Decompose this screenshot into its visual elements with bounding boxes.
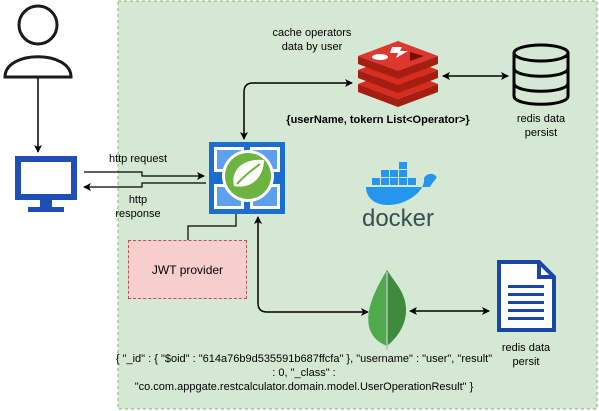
container-boundary	[117, 0, 598, 410]
http-response-label: http response	[115, 194, 161, 220]
redis-persist-bottom-label: redis data persit	[501, 342, 551, 368]
cache-payload-label: {userName, tokern List<Operator>}	[286, 114, 470, 126]
redis-persist-top-label: redis data persist	[516, 113, 566, 139]
document-icon	[497, 260, 556, 332]
user-icon	[3, 4, 73, 79]
http-arrows	[83, 171, 206, 191]
jwt-spring-connector	[187, 214, 237, 240]
http-request-label: http request	[108, 153, 168, 165]
mongo-document-json: { "_id" : { "$oid" : "614a76b9d535591b68…	[115, 353, 493, 393]
mongodb-icon	[368, 270, 406, 350]
redis-icon	[358, 41, 438, 107]
monitor-icon	[15, 156, 77, 212]
docker-wordmark: docker	[362, 205, 434, 232]
jwt-provider-label: JWT provider	[151, 262, 224, 277]
docker-icon	[366, 162, 437, 205]
spring-redis-arrow	[240, 79, 353, 140]
jwt-provider-box: JWT provider	[128, 240, 247, 299]
cache-operators-label: cache operators data by user	[272, 27, 352, 53]
spring-app-icon	[209, 142, 285, 214]
database-icon	[512, 43, 570, 106]
spring-mongo-arrow	[254, 216, 369, 316]
